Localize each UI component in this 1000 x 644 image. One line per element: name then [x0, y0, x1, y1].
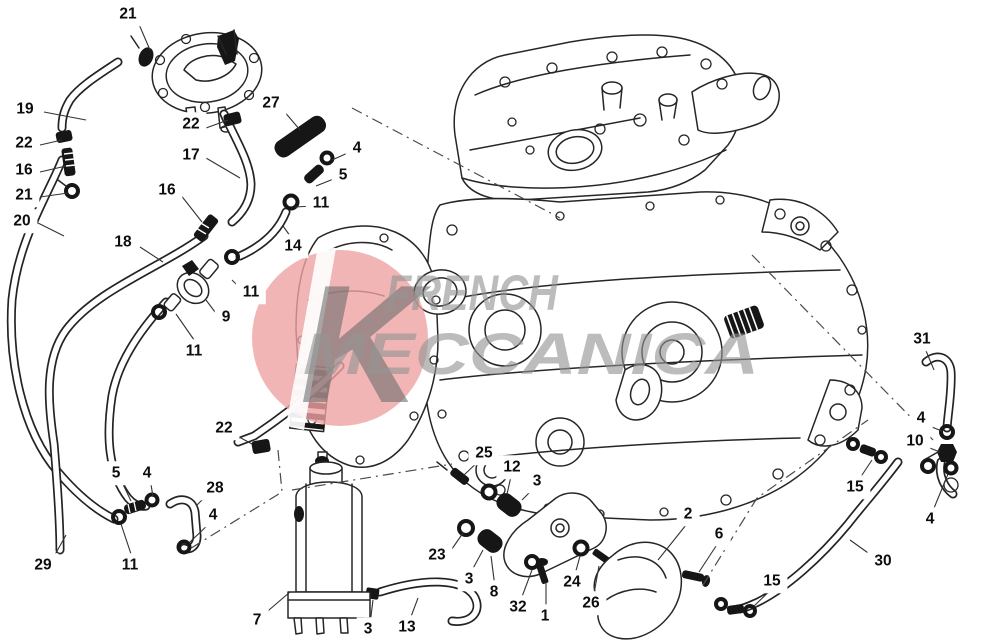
callout-part-30: 30: [867, 549, 899, 573]
callout-part-21: 21: [8, 183, 40, 207]
callout-part-16: 16: [8, 158, 40, 182]
callout-part-22: 22: [175, 112, 207, 136]
callout-part-15: 15: [839, 475, 871, 499]
callout-part-26: 26: [575, 591, 607, 615]
watermark-logo-slash: [286, 246, 336, 430]
watermark-line1: FRENCH: [386, 265, 559, 321]
engine-illustration: [288, 34, 869, 521]
callout-part-3: 3: [457, 567, 481, 591]
callout-part-23: 23: [421, 543, 453, 567]
callout-part-15: 15: [756, 569, 788, 593]
callout-part-25: 25: [468, 441, 500, 465]
canister-illustration: [287, 451, 371, 635]
callout-part-4: 4: [918, 507, 942, 531]
callout-part-11: 11: [305, 191, 337, 215]
watermark: K FRENCH MECCANICA: [252, 246, 759, 438]
callout-part-27: 27: [255, 91, 287, 115]
callout-part-9: 9: [214, 305, 238, 329]
callout-part-17: 17: [175, 143, 207, 167]
callout-part-10: 10: [899, 429, 931, 453]
watermark-line2: MECCANICA: [303, 322, 759, 387]
callout-part-4: 4: [909, 406, 933, 430]
callout-part-11: 11: [114, 553, 146, 577]
callout-part-22: 22: [208, 416, 240, 440]
callout-part-4: 4: [201, 503, 225, 527]
callout-part-24: 24: [556, 570, 588, 594]
callout-part-22: 22: [8, 131, 40, 155]
callout-part-5: 5: [104, 461, 128, 485]
callout-part-14: 14: [277, 234, 309, 258]
callout-part-6: 6: [707, 522, 731, 546]
callout-part-11: 11: [235, 280, 267, 304]
callout-part-1: 1: [533, 604, 557, 628]
callout-part-12: 12: [496, 455, 528, 479]
callout-part-4: 4: [135, 461, 159, 485]
reference-lines: [187, 107, 934, 586]
callout-part-2: 2: [676, 502, 700, 526]
callout-part-7: 7: [245, 608, 269, 632]
callout-part-18: 18: [107, 230, 139, 254]
callout-part-3: 3: [356, 617, 380, 641]
fittings: [55, 35, 380, 600]
guard-illustration: [593, 541, 711, 640]
callout-part-29: 29: [27, 553, 59, 577]
callout-part-16: 16: [151, 178, 183, 202]
callout-part-21: 21: [112, 2, 144, 26]
callout-part-32: 32: [502, 595, 534, 619]
callout-part-8: 8: [482, 580, 506, 604]
callout-part-19: 19: [9, 97, 41, 121]
fuel-cap-illustration: [151, 29, 263, 135]
callout-part-28: 28: [199, 476, 231, 500]
callout-part-4: 4: [345, 136, 369, 160]
watermark-logo-letter: K: [300, 250, 432, 438]
callout-part-31: 31: [906, 327, 938, 351]
callout-part-3: 3: [525, 469, 549, 493]
callout-part-20: 20: [6, 209, 38, 233]
right-fittings: [714, 424, 959, 618]
callout-part-11: 11: [178, 339, 210, 363]
callout-part-13: 13: [391, 615, 423, 639]
callout-part-5: 5: [331, 163, 355, 187]
